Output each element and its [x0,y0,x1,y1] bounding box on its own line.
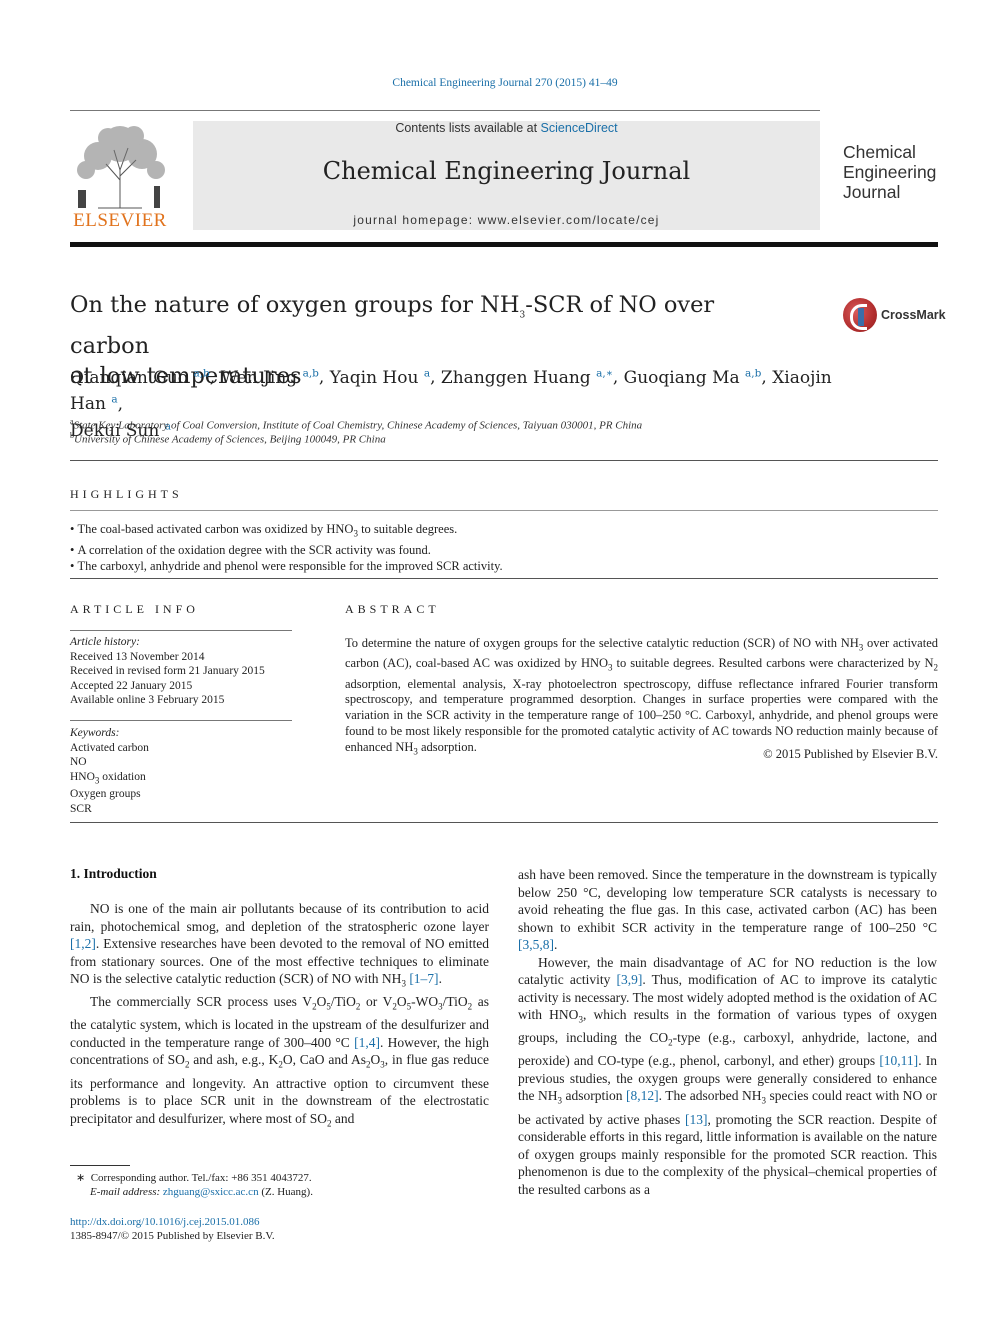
cover-line: Journal [843,182,901,202]
email-note: E-mail address: zhguang@sxicc.ac.cn (Z. … [90,1186,313,1198]
title-part: at low temperatures [70,362,302,389]
issn-line: 1385-8947/© 2015 Published by Elsevier B… [70,1230,275,1242]
abstract-copyright: © 2015 Published by Elsevier B.V. [763,747,938,761]
masthead-banner [193,121,820,230]
history-label: Article history: [70,636,140,648]
keyword: HNO3 oxidation [70,770,146,785]
keyword: SCR [70,802,92,815]
affiliation: bUniversity of Chinese Academy of Scienc… [70,431,386,446]
elsevier-tree-icon [77,126,165,209]
journal-name: Chemical Engineering Journal [322,157,691,185]
footnote-rule [70,1165,130,1166]
crossmark-label: CrossMark [881,308,946,322]
citation-link[interactable]: [3,5,8] [518,937,554,952]
header-rule [70,110,820,111]
title-part: On the nature of oxygen groups for NH [70,292,520,318]
author[interactable]: Qianqian Guo a,b [70,367,210,388]
sciencedirect-link[interactable]: ScienceDirect [540,121,618,135]
abstract-text: To determine the nature of oxygen groups… [345,636,938,756]
citation-link[interactable]: [1–7] [409,971,439,986]
masthead-rule [70,242,938,247]
author[interactable]: Wen Jing a,b [220,367,319,388]
contents-line: Contents lists available at ScienceDirec… [193,121,820,135]
body-column-right: ash have been removed. Since the tempera… [518,866,937,1198]
divider [70,822,938,823]
citation-link[interactable]: [1,2] [70,936,96,951]
paragraph: The commercially SCR process uses V2O5/T… [70,994,490,1129]
journal-cover-title[interactable]: Chemical Engineering Journal [843,142,943,202]
corresponding-author-note: ∗ Corresponding author. Tel./fax: +86 35… [76,1172,312,1184]
highlights-heading: HIGHLIGHTS [70,487,183,501]
cover-line: Engineering [843,162,937,182]
divider [70,630,292,631]
citation-link[interactable]: [3,9] [616,972,643,987]
keyword: Oxygen groups [70,788,141,801]
highlight-item: The coal-based activated carbon was oxid… [70,521,938,542]
highlights-list: The coal-based activated carbon was oxid… [70,521,938,574]
article-history: Article history: Received 13 November 20… [70,635,300,708]
divider [70,460,938,461]
asterisk-icon: ∗ [76,1172,91,1184]
journal-homepage[interactable]: journal homepage: www.elsevier.com/locat… [353,213,660,227]
highlight-item: The carboxyl, anhydride and phenol were … [70,558,938,574]
title-part: -SCR of NO over carbon [70,292,715,359]
paragraph: ash have been removed. Since the tempera… [518,867,937,952]
contents-prefix: Contents lists available at [395,121,541,135]
elsevier-wordmark: ELSEVIER [73,210,167,231]
citation-link[interactable]: [10,11] [879,1053,919,1069]
email-link[interactable]: zhguang@sxicc.ac.cn [162,1186,259,1198]
paragraph: NO is one of the main air pollutants bec… [70,901,489,989]
section-heading: 1. Introduction [70,866,157,881]
crossmark-badge[interactable]: CrossMark [843,298,946,334]
body-column-left: NO is one of the main air pollutants bec… [70,900,489,1133]
divider [70,578,938,579]
paragraph: However, the main disadvantage of AC for… [518,954,938,1197]
affiliation: aState Key Laboratory of Coal Conversion… [70,417,643,432]
author[interactable]: Yaqin Hou a [329,367,431,388]
keyword: NO [70,756,87,768]
author[interactable]: Zhanggen Huang a,∗ [440,367,613,388]
title-subscript: 3 [519,310,526,321]
citation-link[interactable]: [8,12] [626,1088,659,1104]
history-entry: Received in revised form 21 January 2015 [70,665,265,677]
author[interactable]: Dekui Sun a [70,420,171,441]
author-list: Qianqian Guo a,b, Wen Jing a,b, Yaqin Ho… [70,367,832,441]
history-entry: Received 13 November 2014 [70,650,205,663]
history-entry: Available online 3 February 2015 [70,694,225,706]
elsevier-logo[interactable]: ELSEVIER [68,120,172,232]
citation-link[interactable]: [1,4] [354,1034,380,1050]
history-entry: Accepted 22 January 2015 [70,679,193,692]
journal-citation[interactable]: Chemical Engineering Journal 270 (2015) … [392,77,618,89]
cover-line: Chemical [843,142,916,162]
doi-link[interactable]: http://dx.doi.org/10.1016/j.cej.2015.01.… [70,1216,260,1228]
divider [70,720,292,721]
divider [70,510,938,511]
article-info-heading: ARTICLE INFO [70,602,199,616]
citation-link[interactable]: [13] [684,1111,708,1127]
keyword: Activated carbon [70,741,149,754]
article-title: On the nature of oxygen groups for NH3-S… [70,290,790,391]
keywords-label: Keywords: [70,727,120,739]
keyword-list: Keywords: Activated carbon NO HNO3 oxida… [70,726,300,816]
author[interactable]: Guoqiang Ma a,b [623,367,762,388]
highlight-item: A correlation of the oxidation degree wi… [70,542,938,558]
abstract-heading: ABSTRACT [345,602,440,616]
crossmark-icon [843,298,877,332]
author[interactable]: Xiaojin Han a [70,367,832,415]
